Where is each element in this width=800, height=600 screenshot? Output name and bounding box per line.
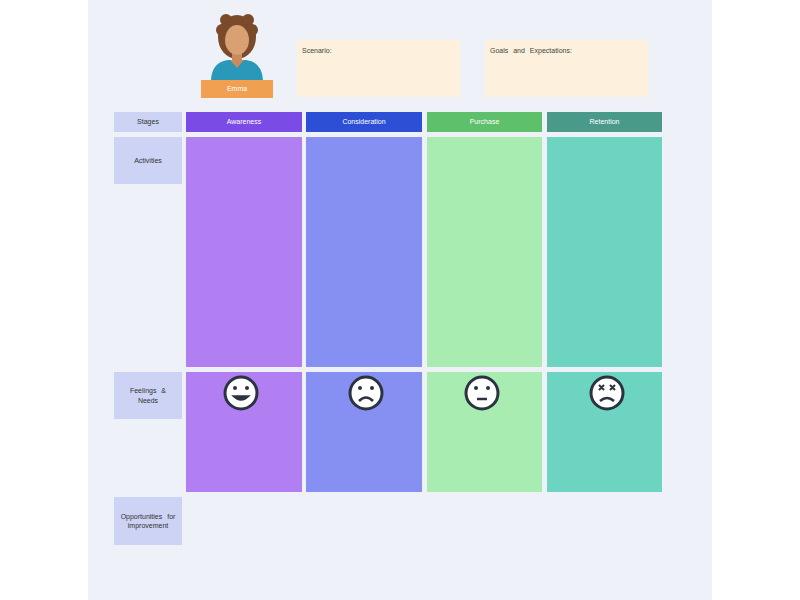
node-text: Emma	[227, 84, 247, 93]
dizzy-face	[591, 377, 623, 409]
node-text: Stages	[137, 117, 159, 126]
scenario-box: Scenario:	[297, 40, 460, 97]
stage-header: Purchase	[427, 112, 542, 132]
node-text: Activities	[134, 156, 162, 165]
page-ground	[88, 0, 712, 600]
node-text: Opportunities for improvement	[118, 512, 178, 530]
stage-header: Retention	[547, 112, 662, 132]
stage-header: Awareness	[186, 112, 302, 132]
node-text: Awareness	[227, 117, 262, 126]
row-label: Opportunities for improvement	[114, 497, 182, 545]
happy-face	[225, 377, 257, 409]
node-text: Purchase	[470, 117, 500, 126]
row-label: Feelings & Needs	[114, 372, 182, 419]
sad-face	[350, 377, 382, 409]
node-text: Goals and Expectations:	[490, 46, 572, 55]
node-text: Feelings & Needs	[118, 386, 178, 404]
persona-avatar	[211, 14, 263, 80]
goals-box: Goals and Expectations:	[485, 40, 648, 97]
persona-name: Emma	[201, 80, 273, 98]
row-label: Stages	[114, 112, 182, 132]
node-text: Retention	[590, 117, 620, 126]
neutral-face	[466, 377, 498, 409]
node-text: Scenario:	[302, 46, 332, 55]
feeling-columns	[186, 372, 662, 492]
stage-header: Consideration	[306, 112, 422, 132]
node-text: Consideration	[342, 117, 385, 126]
row-label: Activities	[114, 137, 182, 184]
activity-columns	[186, 137, 662, 367]
